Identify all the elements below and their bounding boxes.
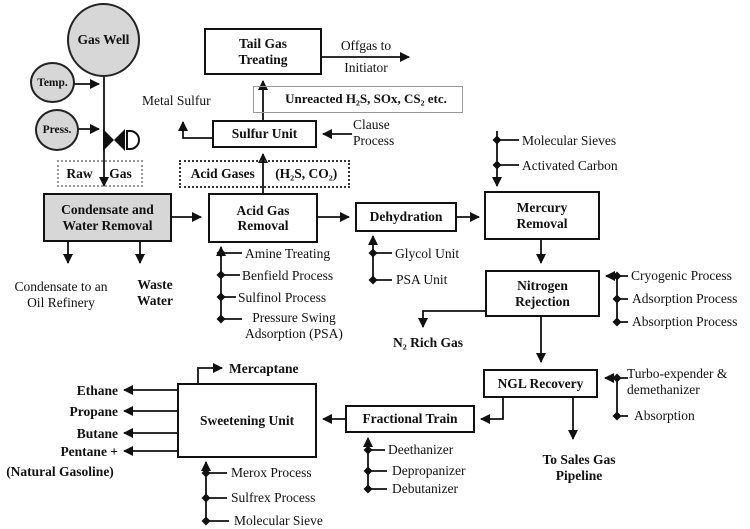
option-merox-process: Merox Process [231, 465, 312, 480]
diamond-bullet-icon [612, 411, 622, 421]
option-absorption-process: Absorption Process [632, 314, 738, 329]
condensate-out-label: Condensate to an Oil Refinery [14, 279, 108, 310]
node-nitrogen-rejection: Nitrogen Rejection [485, 270, 600, 317]
acidgas-options-ticks [221, 252, 242, 320]
valve-actuator [126, 130, 140, 150]
option-adsorption-process: Adsorption Process [632, 291, 738, 306]
gas-label: Gas [109, 165, 132, 181]
option-debutanizer: Debutanizer [392, 481, 458, 496]
option-glycol-unit: Glycol Unit [395, 246, 460, 261]
diamond-bullet-icon [201, 493, 211, 503]
offgas-line2-label: Initiator [344, 60, 388, 75]
tail-gas-treating-label: Tail Gas Treating [238, 36, 288, 67]
dehydration-options-ticks [373, 252, 392, 281]
node-condensate-water-removal: Condensate and Water Removal [43, 193, 172, 242]
node-mercury-removal: Mercury Removal [484, 191, 600, 240]
dehydration-label: Dehydration [369, 209, 443, 225]
n2-rich-gas-label: N₂ Rich Gas [392, 335, 464, 350]
diamond-bullet-icon [201, 468, 211, 478]
diamond-bullet-icon [363, 445, 373, 455]
diamond-bullet-icon [216, 292, 226, 302]
nitrogen-rejection-label: Nitrogen Rejection [515, 278, 570, 309]
ethane-label: Ethane [76, 383, 118, 398]
option-benfield-process: Benfield Process [242, 268, 334, 283]
node-ngl-recovery: NGL Recovery [483, 369, 598, 398]
butane-label: Butane [76, 426, 118, 441]
node-dehydration: Dehydration [355, 202, 457, 232]
acid-gas-removal-label: Acid Gas Removal [236, 202, 290, 233]
diamond-bullet-icon [492, 160, 502, 170]
raw-label: Raw [66, 165, 93, 181]
option-psa-unit: PSA Unit [396, 272, 448, 287]
to-sales-gas-label: To Sales Gas Pipeline [542, 452, 616, 483]
clause-process-label: Clause Process [353, 117, 395, 148]
flow-metal-sulfur-out [178, 121, 213, 139]
node-unreacted-gases: Unreacted H₂S, SOx, CS₂ etc. [253, 86, 463, 113]
option-psa: Pressure Swing Adsorption (PSA) [245, 310, 343, 341]
diamond-bullet-icon [363, 484, 373, 494]
acid-gases-formula-label: (H₂S, CO₂) [275, 166, 338, 182]
valve-icon [103, 129, 140, 151]
condensate-water-removal-label: Condensate and Water Removal [61, 202, 154, 233]
diamond-bullet-icon [492, 135, 502, 145]
flow-n2-rich-out [418, 310, 485, 328]
acid-gases-label: Acid Gases [190, 166, 255, 182]
mercaptane-label: Mercaptane [229, 361, 299, 376]
offgas-line1-label: Offgas to [340, 38, 392, 53]
pentane-label: Pentane + [60, 444, 118, 459]
diamond-bullet-icon [612, 317, 622, 327]
temp-label: Temp. [37, 76, 68, 89]
press-label: Press. [42, 124, 72, 136]
node-acid-gas-removal: Acid Gas Removal [208, 193, 318, 243]
node-temp: Temp. [30, 62, 75, 103]
option-amine-treating: Amine Treating [245, 246, 331, 261]
fractional-train-label: Fractional Train [362, 411, 458, 427]
node-tail-gas-treating: Tail Gas Treating [204, 28, 322, 75]
sweetening-unit-label: Sweetening Unit [199, 412, 295, 428]
diamond-bullet-icon [612, 294, 622, 304]
diamond-bullet-icon [216, 248, 226, 258]
ngl-recovery-label: NGL Recovery [497, 375, 584, 391]
mercury-removal-label: Mercury Removal [516, 200, 568, 231]
node-sweetening-unit: Sweetening Unit [177, 383, 317, 458]
unreacted-gases-label: Unreacted H₂S, SOx, CS₂ etc. [285, 91, 447, 107]
gas-well-label: Gas Well [77, 32, 130, 47]
option-activated-carbon: Activated Carbon [522, 158, 618, 173]
node-press: Press. [35, 109, 79, 151]
natural-gasoline-label: (Natural Gasoline) [6, 464, 114, 479]
diamond-bullet-icon [612, 373, 622, 383]
option-sulfinol-process: Sulfinol Process [238, 290, 327, 305]
valve-right-triangle [114, 129, 125, 151]
diamond-bullet-icon [216, 314, 226, 324]
waste-water-label: Waste Water [137, 277, 173, 308]
mercury-options-ticks [497, 139, 519, 166]
metal-sulfur-label: Metal Sulfur [142, 93, 211, 108]
diamond-bullet-icon [612, 271, 622, 281]
option-cryogenic-process: Cryogenic Process [631, 268, 732, 283]
node-gas-well: Gas Well [67, 3, 140, 77]
option-deethanizer: Deethanizer [388, 442, 454, 457]
node-raw-gas: Raw Gas [57, 160, 143, 187]
diamond-bullet-icon [216, 270, 226, 280]
diamond-bullet-icon [368, 248, 378, 258]
diamond-bullet-icon [363, 466, 373, 476]
option-molecular-sieve: Molecular Sieve [234, 513, 323, 528]
flow-ngl-to-fractional [480, 398, 504, 424]
option-absorption: Absorption [634, 408, 695, 423]
sulfur-unit-label: Sulfur Unit [231, 126, 298, 142]
propane-label: Propane [69, 404, 118, 419]
node-fractional-train: Fractional Train [345, 405, 475, 433]
ngl-options-line [604, 373, 618, 416]
node-sulfur-unit: Sulfur Unit [212, 120, 317, 148]
option-turbo-expender: Turbo-expender & demethanizer [627, 366, 728, 397]
option-sulfrex-process: Sulfrex Process [231, 490, 316, 505]
flow-mercaptane-out [197, 363, 223, 383]
option-molecular-sieves: Molecular Sieves [522, 133, 617, 148]
option-depropanizer: Depropanizer [392, 463, 466, 478]
diamond-bullet-icon [201, 516, 211, 526]
diamond-bullet-icon [368, 275, 378, 285]
node-acid-gases: Acid Gases (H₂S, CO₂) [179, 160, 350, 188]
valve-left-triangle [103, 129, 114, 151]
